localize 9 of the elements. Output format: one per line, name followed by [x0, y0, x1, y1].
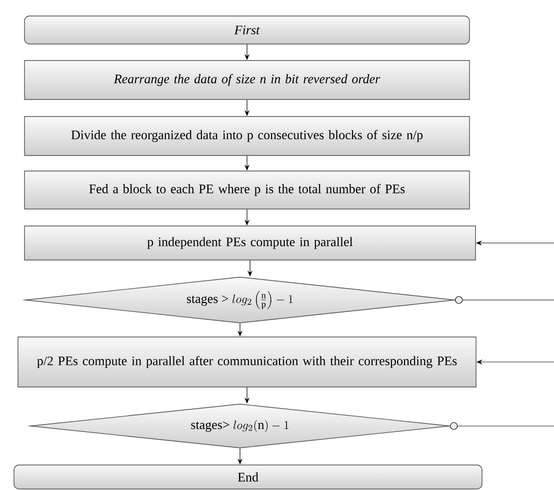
- connector-line: [450, 422, 554, 430]
- terminal-box: End: [14, 464, 482, 490]
- process-box: p/2 PEs compute in parallel after communication with their corresponding PEs: [18, 336, 476, 388]
- process-box: Rearrange the data of size n in bit reversed order: [24, 60, 470, 100]
- terminal-box: First: [24, 16, 470, 44]
- process-box: p independent PEs compute in parallel: [24, 226, 476, 260]
- process-box: Divide the reorganized data into p consecutives blocks of size n/p: [24, 116, 470, 156]
- process-box: Fed a block to each PE where p is the total number of PEs: [24, 170, 470, 210]
- connector-line: [455, 296, 554, 304]
